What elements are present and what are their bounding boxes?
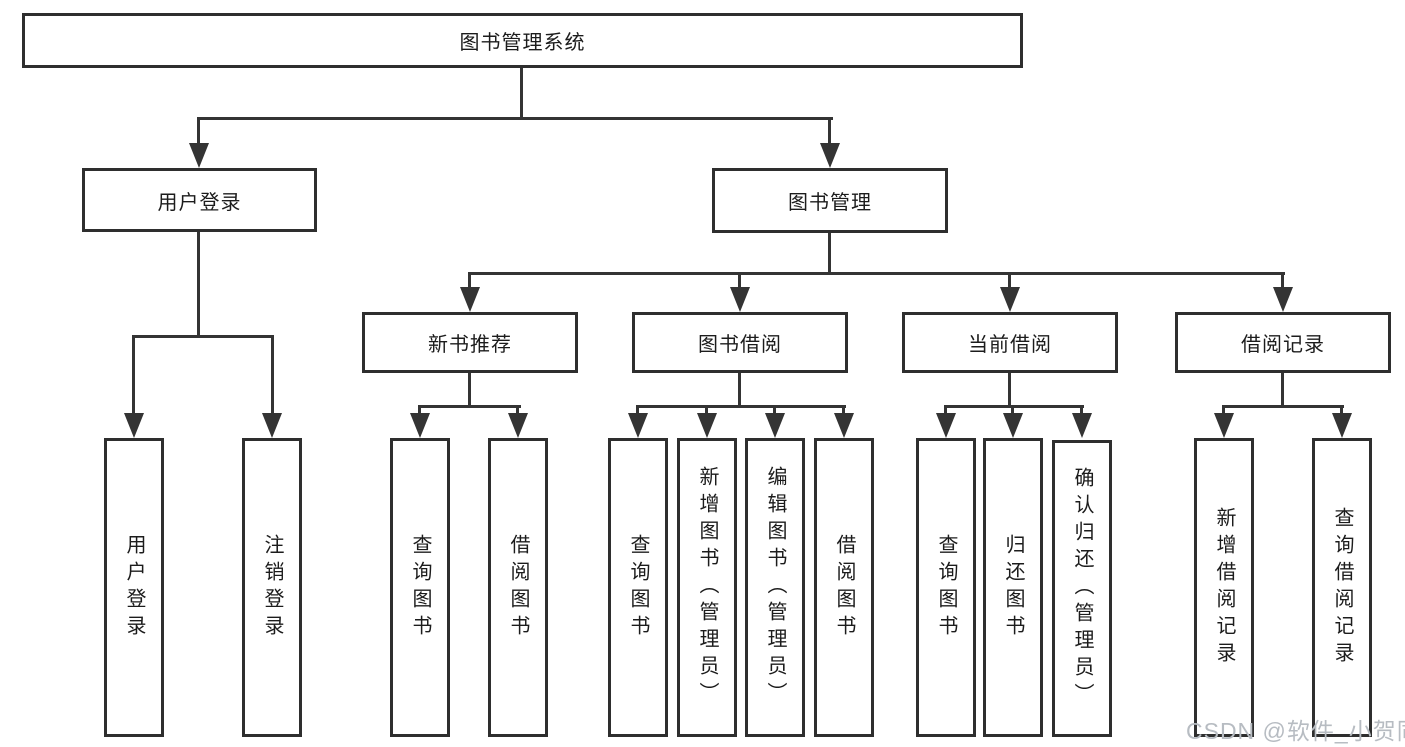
- watermark: CSDN @软件_小贺同学: [1186, 718, 1405, 744]
- connector-line: [828, 117, 831, 148]
- connector-line: [1008, 272, 1011, 292]
- arrow-down-icon: [1072, 413, 1092, 438]
- node-borrow-book-leaf: 借阅图书: [814, 438, 874, 737]
- arrow-down-icon: [730, 287, 750, 312]
- connector-line: [944, 405, 1084, 408]
- connector-line: [738, 272, 741, 292]
- connector-line: [468, 272, 471, 292]
- connector-line: [944, 405, 947, 420]
- arrow-down-icon: [1332, 413, 1352, 438]
- node-book-management: 图书管理: [712, 168, 948, 233]
- connector-line: [828, 233, 831, 275]
- connector-line: [636, 405, 639, 420]
- node-query-borrow-record-label: 查询借阅记录: [1331, 506, 1353, 669]
- connector-line: [1222, 405, 1225, 420]
- node-confirm-return-admin-label: 确认归还（管理员）: [1071, 467, 1093, 710]
- node-new-book-recommend-label: 新书推荐: [428, 334, 512, 356]
- node-current-borrow: 当前借阅: [902, 312, 1118, 373]
- connector-line: [1008, 373, 1011, 408]
- arrow-down-icon: [697, 413, 717, 438]
- arrow-down-icon: [820, 143, 840, 168]
- arrow-down-icon: [508, 413, 528, 438]
- connector-line: [520, 68, 523, 120]
- arrow-down-icon: [460, 287, 480, 312]
- connector-line: [773, 405, 776, 420]
- arrow-down-icon: [765, 413, 785, 438]
- node-logout-leaf: 注销登录: [242, 438, 302, 737]
- node-borrow-book-recommend: 借阅图书: [488, 438, 548, 737]
- node-query-book-current-label: 查询图书: [935, 533, 957, 642]
- connector-line: [197, 232, 200, 338]
- node-book-borrow: 图书借阅: [632, 312, 848, 373]
- connector-line: [636, 405, 846, 408]
- node-borrow-records-label: 借阅记录: [1241, 334, 1325, 356]
- connector-line: [271, 335, 274, 416]
- connector-line: [1222, 405, 1344, 408]
- arrow-down-icon: [124, 413, 144, 438]
- connector-line: [132, 335, 135, 416]
- node-borrow-records: 借阅记录: [1175, 312, 1391, 373]
- connector-line: [1011, 405, 1014, 420]
- node-query-book-borrow-label: 查询图书: [627, 533, 649, 642]
- node-current-borrow-label: 当前借阅: [968, 334, 1052, 356]
- arrow-down-icon: [1000, 287, 1020, 312]
- connector-line: [418, 405, 421, 420]
- arrow-down-icon: [189, 143, 209, 168]
- node-user-login-label: 用户登录: [157, 191, 242, 214]
- node-new-book-recommend: 新书推荐: [362, 312, 578, 373]
- node-edit-book-admin: 编辑图书（管理员）: [745, 438, 805, 737]
- node-return-book: 归还图书: [983, 438, 1043, 737]
- node-book-management-label: 图书管理: [788, 192, 872, 214]
- node-query-book-current: 查询图书: [916, 438, 976, 737]
- node-query-book-recommend: 查询图书: [390, 438, 450, 737]
- connector-line: [197, 117, 833, 120]
- node-confirm-return-admin: 确认归还（管理员）: [1052, 440, 1112, 737]
- connector-line: [842, 405, 845, 420]
- node-root: 图书管理系统: [22, 13, 1023, 68]
- node-add-borrow-record-label: 新增借阅记录: [1213, 506, 1235, 669]
- connector-line: [516, 405, 519, 420]
- node-book-borrow-label: 图书借阅: [698, 334, 782, 356]
- node-borrow-book-leaf-label: 借阅图书: [833, 533, 855, 642]
- connector-line: [468, 373, 471, 408]
- arrow-down-icon: [834, 413, 854, 438]
- connector-line: [1340, 405, 1343, 420]
- connector-line: [418, 405, 521, 408]
- node-logout-leaf-label: 注销登录: [261, 533, 283, 642]
- connector-line: [132, 335, 274, 338]
- node-query-book-borrow: 查询图书: [608, 438, 668, 737]
- arrow-down-icon: [1214, 413, 1234, 438]
- connector-line: [1080, 405, 1083, 420]
- node-query-borrow-record: 查询借阅记录: [1312, 438, 1372, 737]
- arrow-down-icon: [262, 413, 282, 438]
- arrow-down-icon: [1273, 287, 1293, 312]
- node-user-login: 用户登录: [82, 168, 317, 232]
- node-add-book-admin: 新增图书（管理员）: [677, 438, 737, 737]
- node-add-borrow-record: 新增借阅记录: [1194, 438, 1254, 737]
- node-borrow-book-recommend-label: 借阅图书: [507, 533, 529, 642]
- node-query-book-recommend-label: 查询图书: [409, 533, 431, 642]
- connector-line: [468, 272, 1285, 275]
- arrow-down-icon: [936, 413, 956, 438]
- connector-line: [197, 117, 200, 148]
- node-edit-book-admin-label: 编辑图书（管理员）: [764, 466, 786, 709]
- node-add-book-admin-label: 新增图书（管理员）: [696, 466, 718, 709]
- node-root-label: 图书管理系统: [459, 32, 586, 54]
- connector-line: [738, 373, 741, 408]
- connector-line: [705, 405, 708, 420]
- node-return-book-label: 归还图书: [1002, 533, 1024, 642]
- node-user-login-leaf: 用户登录: [104, 438, 164, 737]
- arrow-down-icon: [1003, 413, 1023, 438]
- arrow-down-icon: [410, 413, 430, 438]
- node-user-login-leaf-label: 用户登录: [123, 533, 145, 642]
- connector-line: [1281, 373, 1284, 408]
- connector-line: [1281, 272, 1284, 292]
- arrow-down-icon: [628, 413, 648, 438]
